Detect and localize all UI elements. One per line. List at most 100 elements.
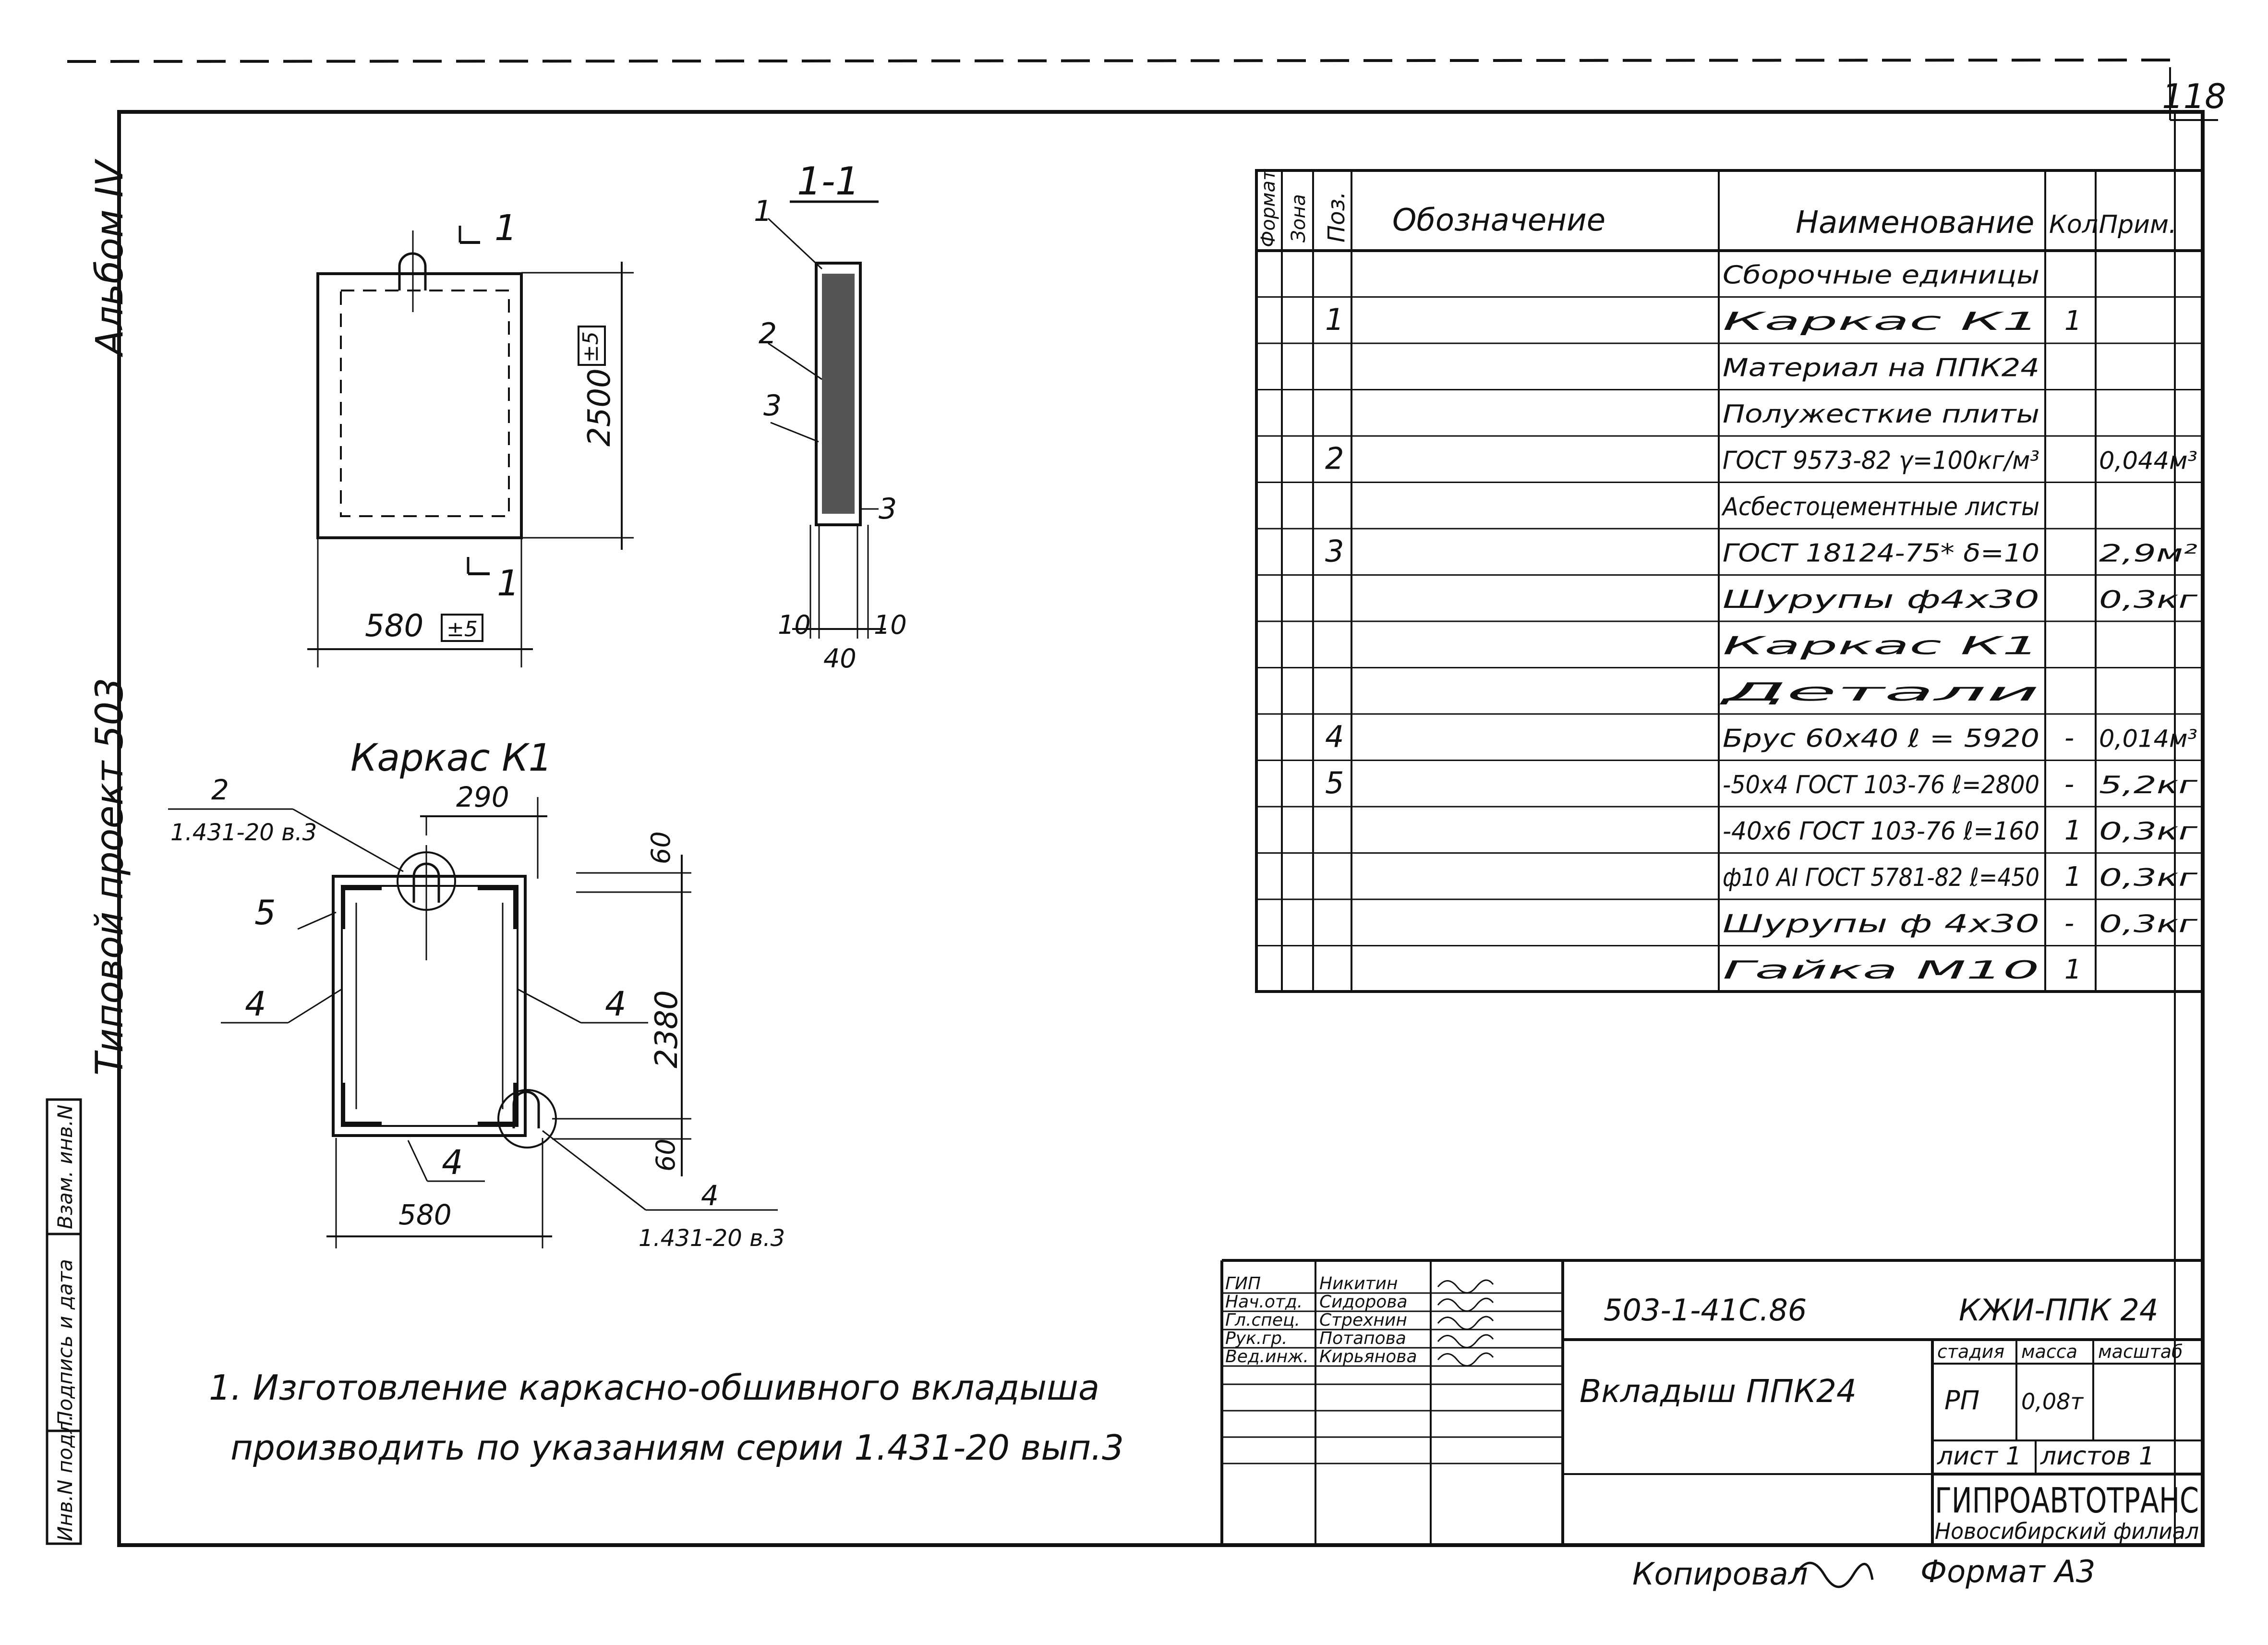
col-designation: Обозначение — [1392, 203, 1605, 238]
tb-signer-name: Кирьянова — [1319, 1347, 1417, 1367]
spec-cell-note: 0,3кг — [2099, 818, 2198, 846]
section-mark-top: 1 — [495, 207, 517, 249]
tb-doc-code: 503-1-41С.86 — [1604, 1293, 1807, 1328]
spec-cell-name: Асбестоцементные листы — [1721, 493, 2039, 521]
tb-scale-label: масштаб — [2098, 1341, 2183, 1362]
tb-mass-label: масса — [2021, 1341, 2077, 1362]
tb-signer-name: Сидорова — [1319, 1292, 1408, 1312]
section-callout-3b: 3 — [879, 492, 897, 526]
tb-signature — [1437, 1352, 1494, 1367]
spec-cell-note: 2,9м² — [2099, 540, 2197, 568]
ref-top-pos: 2 — [211, 774, 229, 806]
album-label: Альбом IV — [88, 158, 132, 358]
tb-signature — [1437, 1334, 1494, 1348]
spec-cell-qty: - — [2064, 908, 2074, 939]
spec-cell-name: Брус 60х40 ℓ = 5920 — [1723, 725, 2039, 753]
tb-signer-role: Гл.спец. — [1225, 1310, 1300, 1330]
spec-cell-note: 0,3кг — [2099, 864, 2198, 892]
tb-signer-name: Потапова — [1319, 1329, 1406, 1348]
spec-cell-qty: 1 — [2064, 954, 2082, 985]
spec-cell-qty: - — [2064, 723, 2074, 754]
tb-signer-role: Вед.инж. — [1225, 1347, 1309, 1367]
spec-cell-name: ГОСТ 9573-82 γ=100кг/м³ — [1723, 447, 2039, 475]
spec-cell-name: -40х6 ГОСТ 103-76 ℓ=160 — [1723, 817, 2039, 846]
tb-sheets: листов 1 — [2040, 1442, 2155, 1471]
spec-cell-note: 0,044м³ — [2099, 447, 2197, 475]
frame-view: Каркас К1 2 1.431-20 в.3 5 4 4 4 4 1.431… — [168, 737, 785, 1252]
spec-cell-qty: 1 — [2064, 861, 2082, 893]
col-qty: Кол. — [2049, 210, 2106, 239]
ref-bottom-pos: 4 — [701, 1179, 719, 1212]
tb-signature — [1437, 1297, 1494, 1312]
section-dim-right: 10 — [874, 610, 907, 640]
dim-height: 2500 — [582, 368, 617, 447]
frame-title: Каркас К1 — [350, 737, 552, 780]
frame-dim-290: 290 — [456, 781, 509, 813]
section-mark-bottom: 1 — [497, 563, 519, 604]
frame-inner — [341, 885, 519, 1127]
spec-cell-pos: 1 — [1325, 302, 1344, 337]
tb-branch: Новосибирский филиал — [1935, 1518, 2199, 1544]
spec-cell-note: 0,3кг — [2099, 586, 2198, 614]
section-callout-1: 1 — [754, 194, 772, 228]
frame-dim-60-top: 60 — [646, 831, 676, 864]
col-note: Прим. — [2099, 210, 2177, 239]
panel-hidden-frame — [340, 290, 510, 517]
tb-item-name: Вкладыш ППК24 — [1580, 1373, 1857, 1410]
spec-cell-pos: 4 — [1325, 719, 1344, 754]
spec-cell-pos: 5 — [1325, 765, 1344, 800]
frame-pos-5: 5 — [254, 893, 276, 932]
spec-cell-name: Гайка М10 — [1723, 956, 2039, 985]
spec-cell-name: Сборочные единицы — [1723, 261, 2039, 290]
tb-signer-role: Нач.отд. — [1225, 1292, 1303, 1312]
col-name: Наименование — [1796, 205, 2034, 241]
panel-front-view: 1 1 2500 ±5 580 ±5 — [307, 207, 634, 667]
tb-stage: РП — [1944, 1385, 1979, 1415]
copier-signature — [1794, 1561, 1874, 1588]
col-format: Формат — [1257, 169, 1279, 247]
left-stamp: Инв.N подл. Подпись и дата Взам. инв.N — [46, 1098, 82, 1545]
section-title: 1-1 — [797, 159, 860, 204]
tb-signer-role: ГИП — [1225, 1274, 1261, 1294]
note-line-2: производить по указаниям серии 1.431-20 … — [230, 1427, 1124, 1468]
section-view: 1-1 1 2 3 3 10 40 10 — [754, 159, 907, 674]
tb-signer-role: Рук.гр. — [1225, 1329, 1287, 1348]
section-dim-left: 10 — [778, 610, 811, 640]
stamp-sign-date: Подпись и дата — [53, 1259, 77, 1426]
frame-pos-4-right: 4 — [605, 984, 627, 1024]
spec-cell-pos: 2 — [1325, 441, 1344, 476]
spec-table: Формат Зона Поз. Обозначение Наименовани… — [1255, 169, 2204, 993]
spec-cell-name: ГОСТ 18124-75* δ=10 — [1723, 539, 2039, 568]
spec-cell-name: -50х4 ГОСТ 103-76 ℓ=2800 — [1723, 771, 2039, 799]
spec-cell-name: Шурупы ф 4х30 — [1723, 910, 2039, 939]
spec-cell-qty: 1 — [2064, 305, 2082, 337]
spec-cell-name: Полужесткие плиты — [1723, 400, 2039, 429]
spec-cell-qty: - — [2064, 769, 2074, 800]
note-line-1: 1. Изготовление каркасно-обшивного вклад… — [209, 1367, 1099, 1408]
ref-bottom-doc: 1.431-20 в.3 — [639, 1225, 785, 1252]
spec-cell-name: Каркас К1 — [1723, 632, 2039, 661]
ref-top-doc: 1.431-20 в.3 — [170, 819, 317, 846]
spec-cell-qty: 1 — [2064, 815, 2082, 847]
spec-cell-note: 5,2кг — [2099, 771, 2198, 799]
section-outline — [815, 262, 862, 526]
stamp-inv-orig: Инв.N подл. — [53, 1415, 77, 1541]
section-callout-3: 3 — [763, 389, 782, 423]
frame-outer — [332, 875, 527, 1137]
spec-cell-name: Материал на ППК24 — [1723, 354, 2039, 383]
tb-signature — [1437, 1279, 1494, 1294]
section-dim-mid: 40 — [823, 643, 857, 674]
panel-outline — [316, 272, 523, 539]
spec-cell-pos: 3 — [1325, 534, 1344, 569]
spec-cell-name: ф10 AI ГОСТ 5781-82 ℓ=450 — [1723, 863, 2039, 892]
spec-cell-note: 0,014м³ — [2099, 725, 2197, 753]
project-label: Типовой проект 503 — [88, 677, 132, 1076]
tb-signature — [1437, 1316, 1494, 1330]
col-pos: Поз. — [1323, 192, 1350, 242]
tb-mark: КЖИ-ППК 24 — [1959, 1293, 2158, 1328]
dim-width-tol: ±5 — [446, 617, 478, 641]
tb-stage-label: стадия — [1937, 1341, 2004, 1362]
spec-cell-name: Каркас К1 — [1723, 307, 2039, 336]
tb-signer-name: Никитин — [1319, 1274, 1398, 1294]
